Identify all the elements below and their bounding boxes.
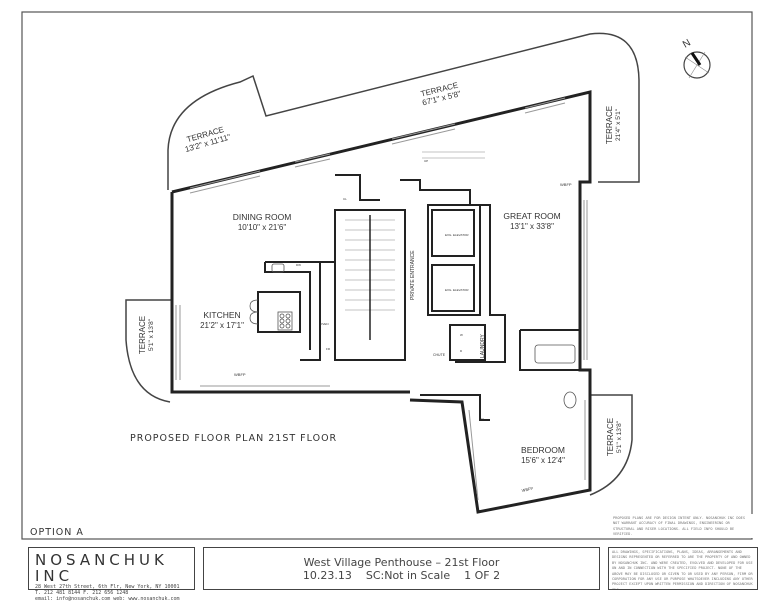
kitchen-dims: 21'2" x 17'1": [200, 321, 244, 330]
fr-label: FR: [326, 347, 331, 351]
plan-title: PROPOSED FLOOR PLAN 21ST FLOOR: [130, 433, 338, 444]
elevator-label-2: EXG. ELEVATOR: [445, 288, 469, 292]
interior-walls: [257, 174, 580, 421]
company-phone: T. 212 481 8144 F. 212 656 1248: [35, 590, 129, 596]
great-room-dims: 13'1" x 33'8": [510, 222, 554, 231]
bedroom-dims: 15'6" x 12'4": [521, 456, 565, 465]
dryer-label: D: [460, 349, 463, 353]
wbfp-bedroom-label: WBFP: [521, 486, 534, 493]
terrace-w-label: TERRACE: [138, 316, 147, 354]
sheet-frame: [21, 11, 753, 540]
wbfp-kitchen-label: WBFP: [234, 372, 246, 377]
stairs: [345, 151, 485, 340]
legal-notice: ALL DRAWINGS, SPECIFICATIONS, PLANS, IDE…: [608, 547, 758, 590]
plan-notes: PROPOSED PLANS ARE FOR DESIGN INTENT ONL…: [610, 514, 756, 538]
terrace-ne-dims: 21'4" x 5'1": [615, 108, 622, 141]
washer-label: W: [460, 333, 463, 337]
cooktop: [249, 263, 577, 409]
great-room-label: GREAT ROOM: [503, 211, 560, 221]
laundry-label: LAUNDRY: [480, 334, 486, 358]
project-date: 10.23.13: [302, 569, 352, 582]
chute-label: CHUTE: [433, 353, 446, 357]
company-web: email: info@nosanchuk.com web: www.nosan…: [35, 596, 180, 602]
dw-label: DW: [296, 263, 301, 267]
elevator-label-1: EXG. ELEVATOR: [445, 233, 469, 237]
terrace-outlines: [125, 32, 640, 496]
company-address: 28 West 27th Street, 6th Flr, New York, …: [35, 584, 180, 590]
private-entrance-label: PRIVATE ENTRANCE: [410, 250, 416, 300]
up-label: UP: [424, 159, 428, 163]
terrace-se-label: TERRACE: [606, 418, 615, 456]
dining-room-label: DINING ROOM: [233, 212, 292, 222]
north-label: N: [681, 37, 693, 50]
terrace-w-dims: 5'1" x 13'8": [148, 318, 155, 351]
cl-bedroom-label: CL: [481, 417, 485, 421]
company-block: NOSANCHUK INC 28 West 27th Street, 6th F…: [28, 547, 195, 602]
project-scale: SC:Not in Scale: [365, 569, 451, 582]
project-title: West Village Penthouse – 21st Floor: [303, 556, 500, 569]
bedroom-label: BEDROOM: [521, 445, 565, 455]
kitchen-label: KITCHEN: [203, 310, 240, 320]
cl-label: CL: [343, 197, 347, 201]
project-block: West Village Penthouse – 21st Floor 10.2…: [203, 547, 600, 590]
wbfp-great-room-label: WBFP: [560, 182, 572, 187]
project-meta: 10.23.13 SC:Not in Scale 1 OF 2: [204, 569, 599, 582]
exterior-walls: [170, 90, 592, 514]
option-label: OPTION A: [30, 527, 84, 538]
company-name: NOSANCHUK INC: [35, 551, 168, 585]
oven-label: OVEN: [320, 322, 329, 326]
sheet-number: 1 OF 2: [464, 569, 501, 582]
terrace-ne-label: TERRACE: [605, 106, 614, 144]
north-arrow-icon: N: [681, 37, 711, 79]
terrace-se-dims: 5'1" x 13'8": [616, 420, 623, 453]
dining-room-dims: 10'10" x 21'6": [238, 223, 286, 232]
windows: [175, 97, 588, 501]
